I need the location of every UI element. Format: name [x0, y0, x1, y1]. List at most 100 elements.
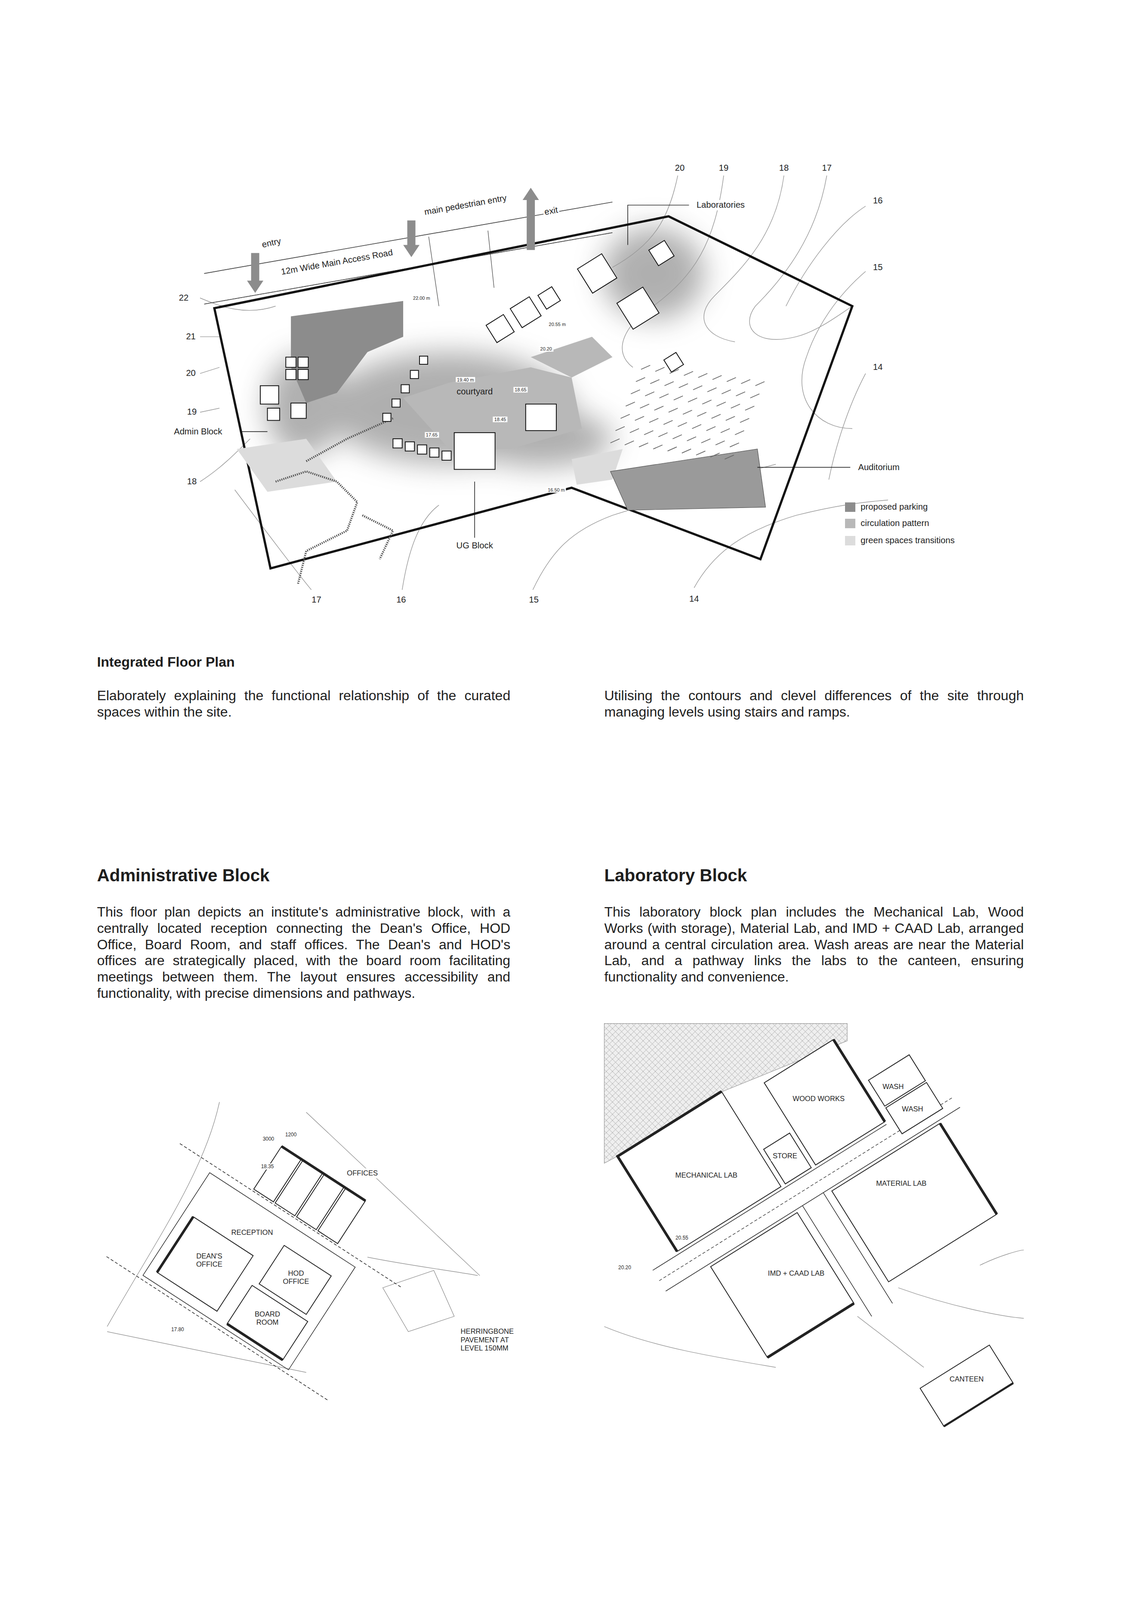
- parking-stall: [667, 447, 677, 451]
- parking-stall: [716, 402, 726, 407]
- plan-label: 20.20: [616, 1264, 633, 1271]
- admin-plan: [106, 1099, 481, 1402]
- parking-stall: [712, 375, 722, 380]
- room-box: DEAN'S OFFICE: [188, 1251, 230, 1270]
- room-label: HOD OFFICE: [277, 1269, 315, 1287]
- plan-label: 18.45: [493, 416, 508, 423]
- parking-stall: [720, 428, 730, 433]
- paragraph: This laboratory block plan includes the …: [604, 904, 1024, 986]
- room-label: IMD + CAAD LAB: [768, 1269, 825, 1278]
- drawing-part: [267, 408, 280, 421]
- legend-text: proposed parking: [860, 502, 928, 513]
- room-box: RECEPTION: [229, 1227, 275, 1238]
- drawing-part: [246, 252, 264, 294]
- legend-row: proposed parking: [845, 502, 928, 513]
- stairs: [275, 418, 394, 584]
- plan-label: 20.55: [674, 1235, 690, 1242]
- paragraph: Elaborately explaining the functional re…: [96, 687, 511, 721]
- lab-plan: [591, 989, 1030, 1428]
- room-box: CANTEEN: [947, 1375, 986, 1385]
- plan-label: 16: [871, 195, 884, 207]
- parking-stall: [649, 418, 659, 423]
- plan-label: 14: [871, 362, 884, 373]
- parking-stall: [639, 404, 649, 408]
- parking-stall: [740, 418, 750, 423]
- plan-label: 19.40 m: [455, 376, 476, 383]
- drawing-part: [417, 444, 427, 454]
- drawing-part: [510, 296, 542, 328]
- label-box: 3000: [261, 1136, 276, 1143]
- parking-stall: [740, 379, 750, 384]
- parking-stall: [620, 414, 630, 419]
- plan-label: 19: [185, 407, 198, 418]
- label-box: 17.80: [169, 1326, 186, 1333]
- plan-label: UG Block: [455, 540, 495, 552]
- label-box: 19: [717, 163, 730, 174]
- room-box: MATERIAL LAB: [874, 1178, 929, 1189]
- drawing-part: [786, 206, 866, 307]
- drawing-part: [142, 1172, 355, 1370]
- drawing-part: [285, 357, 297, 368]
- room-box: WASH: [880, 1082, 906, 1092]
- drawing-part: [240, 431, 268, 432]
- parking-stall: [750, 394, 760, 398]
- plan-label: Auditorium: [856, 462, 901, 473]
- plan-label: 17.65: [424, 431, 439, 438]
- title-box: Integrated Floor Plan: [96, 654, 235, 671]
- drawing-part: [648, 240, 675, 266]
- parking-stall: [635, 416, 645, 421]
- parking-stall: [706, 426, 716, 431]
- room-box: WOOD WORKS: [790, 1094, 847, 1105]
- label-box: 18: [777, 163, 790, 174]
- drawing-part: [419, 356, 428, 365]
- room-label: MATERIAL LAB: [875, 1179, 927, 1188]
- site-plan: [200, 175, 889, 590]
- plan-label: 18: [777, 163, 790, 174]
- drawing-part: [275, 471, 358, 584]
- drawing-part: [920, 1345, 1014, 1427]
- drawing-part: [577, 253, 617, 294]
- drawing-part: [200, 438, 250, 482]
- parking-stall: [635, 377, 645, 382]
- room-box: STORE: [771, 1151, 799, 1162]
- parking-stall: [672, 434, 682, 439]
- room-box: OFFICES: [345, 1169, 380, 1179]
- parking-stall: [644, 430, 654, 435]
- plan-label: Admin Block: [172, 426, 224, 438]
- plan-label: HERRINGBONE PAVEMENT AT LEVEL 150MM: [459, 1327, 521, 1354]
- plan-label: exit: [542, 204, 561, 218]
- label-box: 16: [871, 195, 884, 207]
- parking-stall: [682, 410, 692, 415]
- parking-stall: [610, 438, 620, 443]
- parking-stall: [702, 400, 712, 405]
- shade-blobs: [265, 227, 705, 468]
- plan-label: Laboratories: [695, 200, 747, 211]
- entry-arrows: [246, 188, 540, 294]
- plan-label: 17: [310, 595, 323, 606]
- parking-stall: [641, 365, 651, 370]
- label-box: 18.65: [513, 387, 528, 393]
- label-box: main pedestrian entry: [422, 192, 509, 218]
- parking-stall: [625, 402, 635, 407]
- drawing-part: [522, 188, 540, 251]
- parking-stall: [655, 367, 665, 372]
- label-box: 16.50 m: [546, 487, 566, 493]
- label-box: 19.40 m: [455, 376, 476, 383]
- label-box: 20: [673, 163, 686, 174]
- drawing-part: [801, 271, 866, 429]
- drawing-part: [616, 286, 660, 330]
- parking-stall: [731, 404, 741, 408]
- label-box: Elaborately explaining the functional re…: [96, 687, 511, 721]
- drawing-part: [537, 286, 561, 310]
- drawing-part: [710, 1212, 855, 1358]
- parking-stall: [629, 428, 639, 433]
- label-box: 22.00 m: [411, 295, 432, 301]
- plan-label: 17: [820, 163, 833, 174]
- parking-stall: [726, 377, 736, 382]
- plan-label: 18.35: [259, 1163, 276, 1170]
- label-box: 1200: [283, 1132, 298, 1139]
- parking-stall: [687, 397, 698, 402]
- parking-stall: [669, 369, 679, 374]
- label-box: Admin Block: [172, 426, 224, 438]
- plan-label: 20: [673, 163, 686, 174]
